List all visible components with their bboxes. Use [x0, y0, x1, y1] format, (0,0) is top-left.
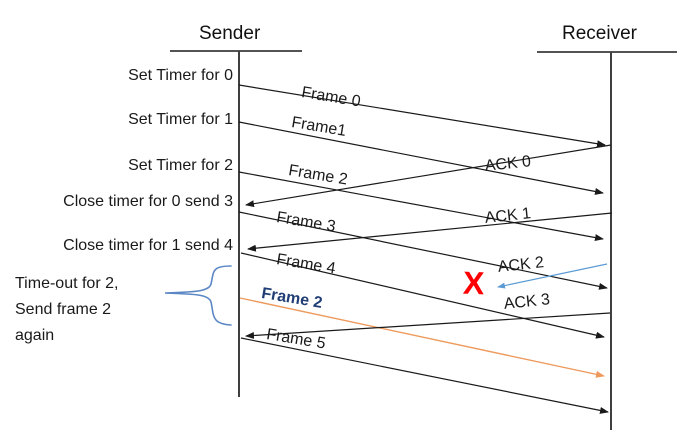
timeout-note-line-2: Send frame 2	[15, 301, 112, 318]
frame-1-arrow	[238, 121, 604, 195]
event-set-timer-1: Set Timer for 1	[128, 111, 233, 128]
frame-2-retransmit-arrow	[239, 297, 605, 378]
event-set-timer-2: Set Timer for 2	[128, 157, 233, 174]
lost-ack-x-mark: X	[462, 264, 485, 302]
event-close-timer-0: Close timer for 0 send 3	[63, 193, 233, 210]
frame-0-arrow	[238, 84, 606, 148]
timeout-brace	[164, 265, 232, 326]
timeout-note: Time-out for 2, Send frame 2 again	[15, 271, 118, 349]
frame-3-arrow	[238, 211, 608, 290]
ack-0-arrow	[245, 144, 612, 208]
timeout-note-line-3: again	[15, 327, 55, 344]
frame-5-arrow	[240, 337, 609, 414]
lost-ack-2-pointer-arrow	[497, 263, 608, 289]
frame-2-arrow	[238, 171, 604, 241]
sender-title: Sender	[199, 23, 261, 44]
ack-1-arrow	[247, 212, 613, 252]
event-set-timer-0: Set Timer for 0	[128, 67, 233, 84]
receiver-title: Receiver	[562, 23, 637, 44]
timeout-note-line-1: Time-out for 2,	[15, 275, 119, 292]
frame-4-arrow	[240, 252, 605, 339]
event-close-timer-1: Close timer for 1 send 4	[63, 237, 233, 254]
ack-3-arrow	[245, 312, 611, 339]
